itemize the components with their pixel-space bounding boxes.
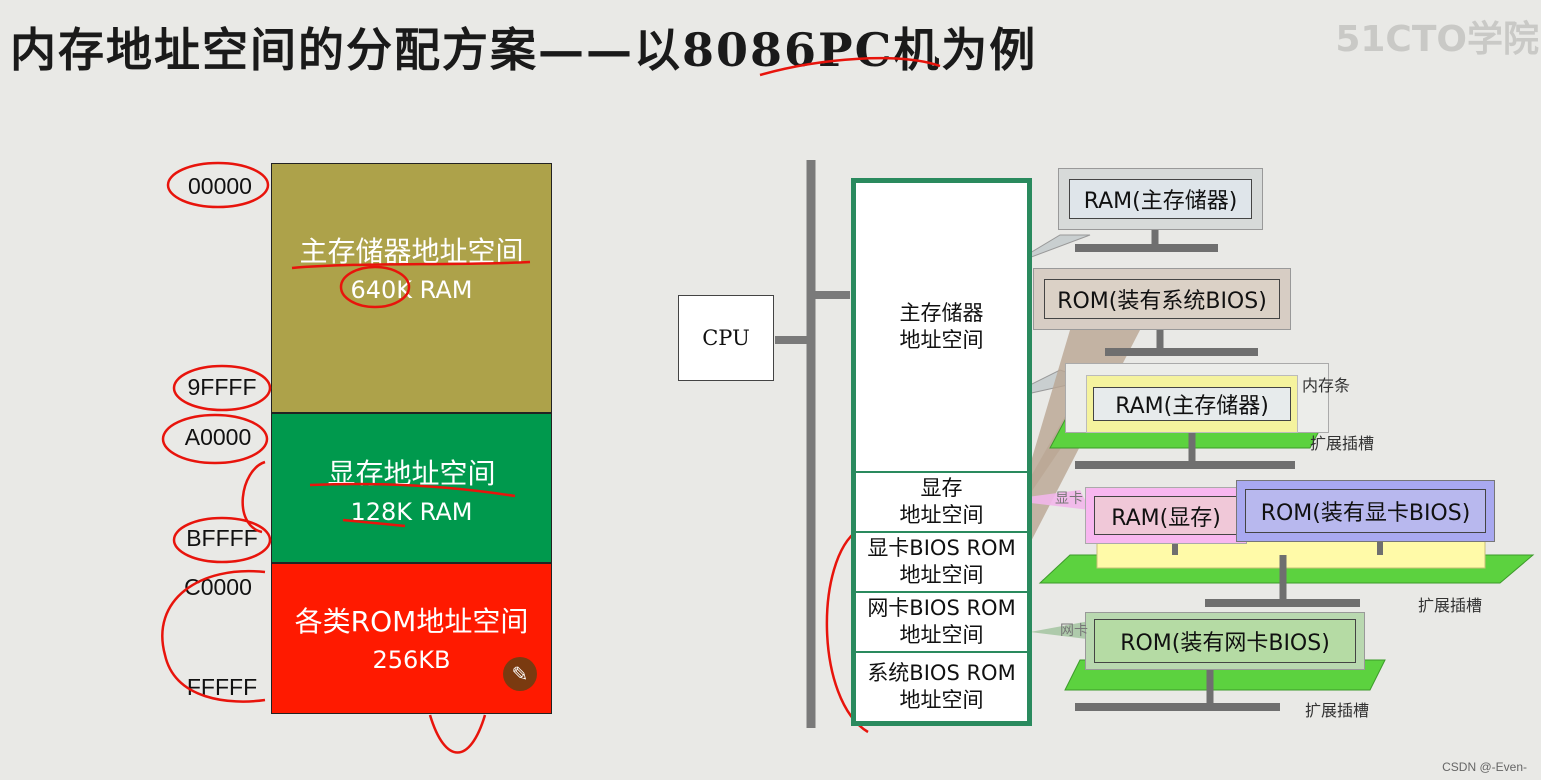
address-space-column: 主存储器 地址空间 显存 地址空间 显卡BIOS ROM 地址空间 网卡BIOS… (851, 178, 1032, 726)
block-sub: 256KB (372, 646, 451, 674)
expansion-slot-label: 扩展插槽 (1305, 701, 1370, 720)
segment-video-bios: 显卡BIOS ROM 地址空间 (856, 531, 1027, 591)
cpu-box: CPU (678, 295, 774, 381)
red-annotations (161, 56, 999, 754)
rom-video-bios-chip: ROM(装有显卡BIOS) (1245, 489, 1486, 533)
segment-system-bios: 系统BIOS ROM 地址空间 (856, 651, 1027, 721)
video-memory-block: 显存地址空间 128K RAM (271, 413, 552, 563)
segment-main-memory: 主存储器 地址空间 (899, 300, 984, 352)
address-label: 00000 (188, 173, 252, 199)
ram-chip-outer: RAM(主存储器) (1058, 168, 1263, 230)
page-title: 内存地址空间的分配方案——以8086PC机为例 (10, 23, 1038, 77)
ram-stick: RAM(主存储器) (1086, 375, 1298, 433)
segment-network-bios: 网卡BIOS ROM 地址空间 (856, 591, 1027, 651)
ram-main-memory-chip: RAM(主存储器) (1069, 179, 1252, 219)
network-card-label: 网卡 (1060, 623, 1088, 639)
block-title: 各类ROM地址空间 (294, 605, 529, 638)
map-wedge (1030, 620, 1095, 640)
block-sub: 640K RAM (350, 276, 473, 304)
footer-credit: CSDN @-Even- (1442, 760, 1527, 774)
watermark-logo: 51CTO学院 (1335, 19, 1539, 60)
video-rom-outer: ROM(装有显卡BIOS) (1236, 480, 1495, 542)
expansion-slot-label: 扩展插槽 (1310, 434, 1375, 453)
memory-stick-label: 内存条 (1302, 376, 1351, 395)
rom-chip-outer: ROM(装有系统BIOS) (1033, 268, 1291, 330)
address-label: C0000 (184, 574, 252, 600)
address-label: 9FFFF (187, 374, 257, 400)
expansion-slot-label: 扩展插槽 (1418, 596, 1483, 615)
address-label: A0000 (184, 424, 252, 450)
pencil-icon[interactable]: ✎ (503, 657, 537, 691)
main-memory-block: 主存储器地址空间 640K RAM (271, 163, 552, 413)
segment-video-memory: 显存 地址空间 (856, 471, 1027, 531)
video-card-label: 显卡 (1055, 491, 1083, 507)
ram-video-chip: RAM(显存) (1094, 496, 1238, 535)
rom-system-bios-chip: ROM(装有系统BIOS) (1044, 279, 1280, 319)
address-label: FFFFF (186, 674, 258, 700)
video-ram-outer: RAM(显存) (1085, 487, 1247, 544)
block-sub: 128K RAM (350, 498, 473, 526)
nic-rom-outer: ROM(装有网卡BIOS) (1085, 612, 1365, 670)
map-wedge (1005, 490, 1090, 510)
rom-block: 各类ROM地址空间 256KB (271, 563, 552, 714)
rom-network-bios-chip: ROM(装有网卡BIOS) (1094, 619, 1356, 663)
ram-main-memory-chip-2: RAM(主存储器) (1093, 387, 1291, 421)
address-label: BFFFF (186, 525, 258, 551)
